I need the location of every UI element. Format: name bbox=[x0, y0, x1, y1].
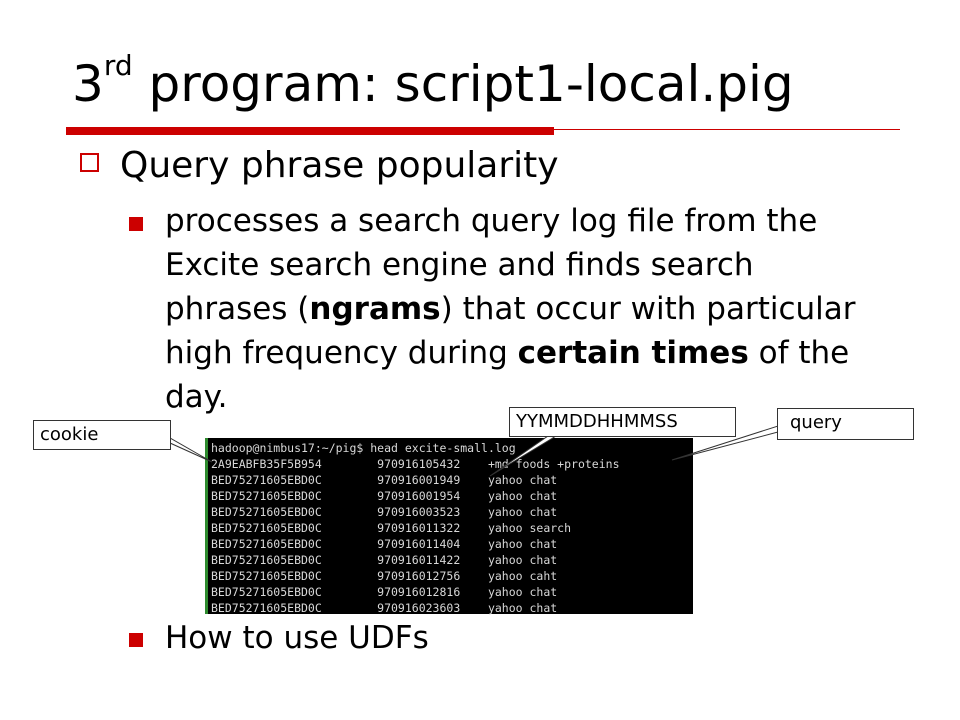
cookie-callout: cookie bbox=[33, 420, 171, 450]
terminal-line: BED75271605EBD0C 970916001949 yahoo chat bbox=[211, 473, 558, 487]
terminal-line: BED75271605EBD0C 970916011404 yahoo chat bbox=[211, 537, 558, 551]
title-superscript: rd bbox=[103, 49, 133, 82]
terminal-line: BED75271605EBD0C 970916012816 yahoo chat bbox=[211, 585, 558, 599]
terminal-line: BED75271605EBD0C 970916003523 yahoo chat bbox=[211, 505, 558, 519]
terminal-line: BED75271605EBD0C 970916012756 yahoo caht bbox=[211, 569, 558, 583]
bold-ngrams: ngrams bbox=[309, 291, 441, 327]
hollow-square-bullet-icon bbox=[80, 153, 99, 172]
terminal-line: BED75271605EBD0C 970916023603 yahoo chat bbox=[211, 601, 558, 615]
title-number: 3 bbox=[72, 55, 104, 113]
terminal-line: BED75271605EBD0C 970916011422 yahoo chat bbox=[211, 553, 558, 567]
terminal-line: hadoop@nimbus17:~/pig$ head excite-small… bbox=[211, 441, 516, 455]
terminal-line: BED75271605EBD0C 970916011322 yahoo sear… bbox=[211, 521, 572, 535]
bullet-how-to-use-udfs: How to use UDFs bbox=[165, 620, 429, 656]
bold-certain-times: certain times bbox=[517, 335, 749, 371]
timestamp-callout: YYMMDDHHMMSS bbox=[509, 407, 736, 437]
terminal-line: BED75271605EBD0C 970916001954 yahoo chat bbox=[211, 489, 558, 503]
bullet-description-part: of the day. bbox=[165, 335, 850, 415]
bullet-description: processes a search query log file from t… bbox=[165, 199, 865, 419]
timestamp-callout-pointer bbox=[489, 435, 558, 477]
square-bullet-icon bbox=[129, 633, 143, 647]
title-underline-thick bbox=[66, 127, 554, 135]
bullet-query-phrase-popularity: Query phrase popularity bbox=[120, 145, 559, 186]
bullet-description-part: ) that occur with particular high freque… bbox=[165, 291, 856, 371]
terminal-line: 2A9EABFB35F5B954 970916105432 +md foods … bbox=[211, 457, 620, 471]
title-text: program: script1-local.pig bbox=[132, 55, 794, 113]
title-underline-thin bbox=[554, 129, 900, 130]
square-bullet-icon bbox=[129, 217, 143, 231]
slide-title: 3rd program: script1-local.pig bbox=[72, 52, 794, 114]
bullet-description-part: processes a search query log file from t… bbox=[165, 203, 818, 327]
terminal-screenshot: hadoop@nimbus17:~/pig$ head excite-small… bbox=[205, 438, 693, 615]
cookie-callout-pointer bbox=[169, 437, 213, 463]
query-callout: query bbox=[777, 408, 914, 440]
